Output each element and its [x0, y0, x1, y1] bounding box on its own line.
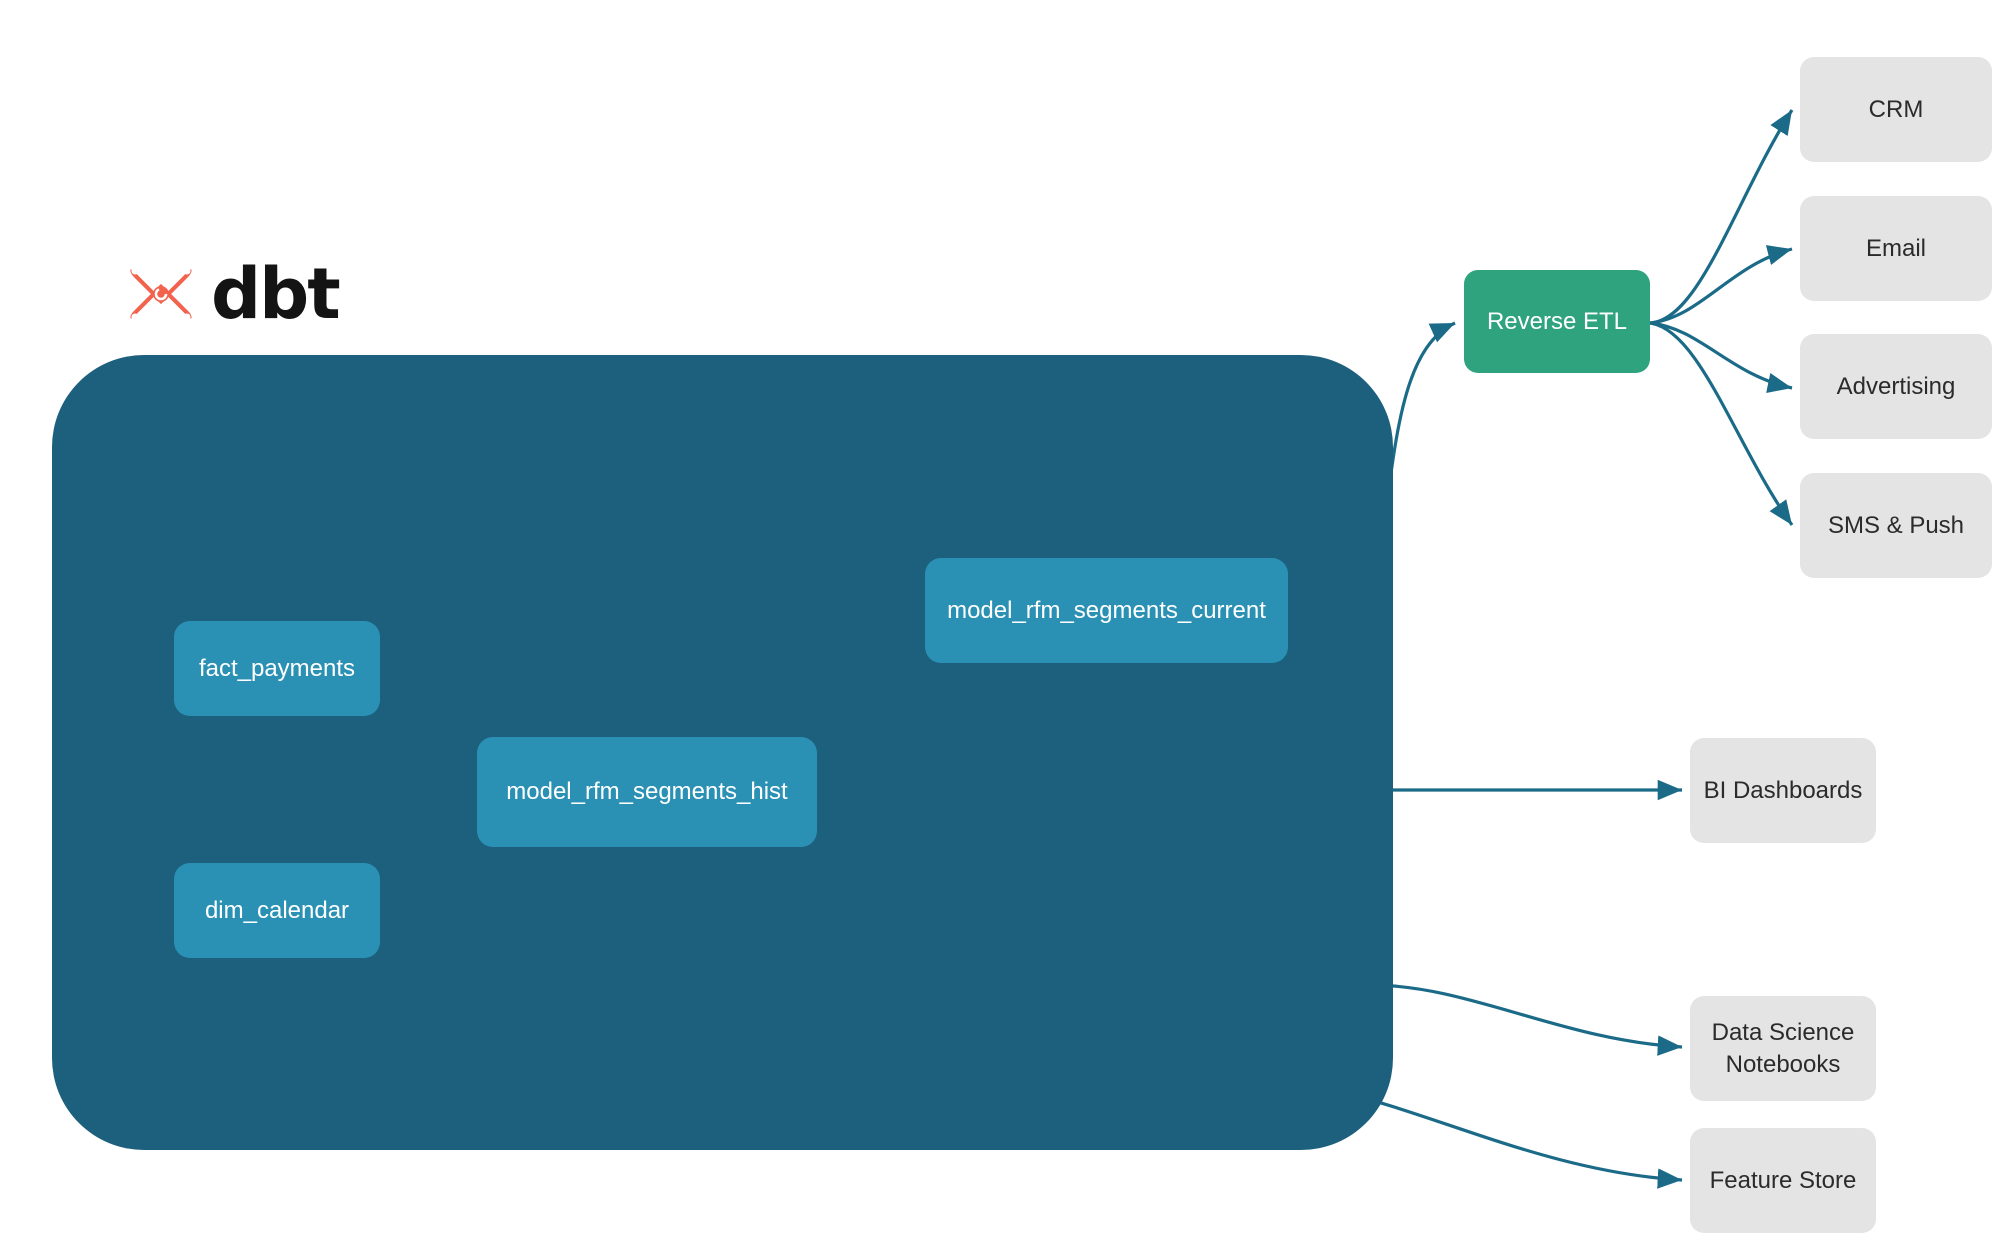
dbt-mark-icon [130, 267, 192, 321]
dbt-logo: dbt [125, 253, 341, 335]
node-label: Email [1865, 234, 1926, 262]
node-email[interactable]: Email [1800, 196, 1992, 301]
edge-reverse-etl-to-advertising [1649, 321, 1793, 394]
node-dim-calendar[interactable]: dim_calendar [174, 863, 380, 958]
node-label: Advertising [1836, 372, 1956, 400]
node-model-rfm-segments-hist[interactable]: model_rfm_segments_hist [477, 737, 817, 847]
edge-hist-to-ds-notebooks [1369, 983, 1683, 1056]
node-label: model_rfm_segments_current [947, 596, 1266, 624]
edge-hist-to-feature-store [1329, 1088, 1683, 1189]
node-label: SMS & Push [1827, 511, 1965, 539]
node-feature-store[interactable]: Feature Store [1690, 1128, 1876, 1233]
edge-reverse-etl-to-crm [1649, 109, 1794, 325]
node-model-rfm-segments-current[interactable]: model_rfm_segments_current [925, 558, 1288, 663]
node-bi-dashboards[interactable]: BI Dashboards [1690, 738, 1876, 843]
node-sms-push[interactable]: SMS & Push [1800, 473, 1992, 578]
node-label: dim_calendar [204, 896, 350, 924]
node-label: fact_payments [198, 654, 356, 682]
node-crm[interactable]: CRM [1800, 57, 1992, 162]
node-label: Feature Store [1709, 1166, 1857, 1194]
node-label: Data Science Notebooks [1711, 1019, 1855, 1078]
node-fact-payments[interactable]: fact_payments [174, 621, 380, 716]
node-label: CRM [1868, 95, 1924, 123]
node-label: model_rfm_segments_hist [506, 778, 788, 805]
edge-reverse-etl-to-sms-push [1649, 321, 1794, 526]
node-data-science-notebooks[interactable]: Data Science Notebooks [1690, 996, 1876, 1101]
edge-reverse-etl-to-email [1649, 245, 1793, 325]
node-advertising[interactable]: Advertising [1800, 334, 1992, 439]
node-label: Reverse ETL [1486, 307, 1628, 335]
node-reverse-etl[interactable]: Reverse ETL [1464, 270, 1650, 373]
dbt-wordmark: dbt [211, 253, 341, 335]
node-label: BI Dashboards [1703, 776, 1863, 804]
